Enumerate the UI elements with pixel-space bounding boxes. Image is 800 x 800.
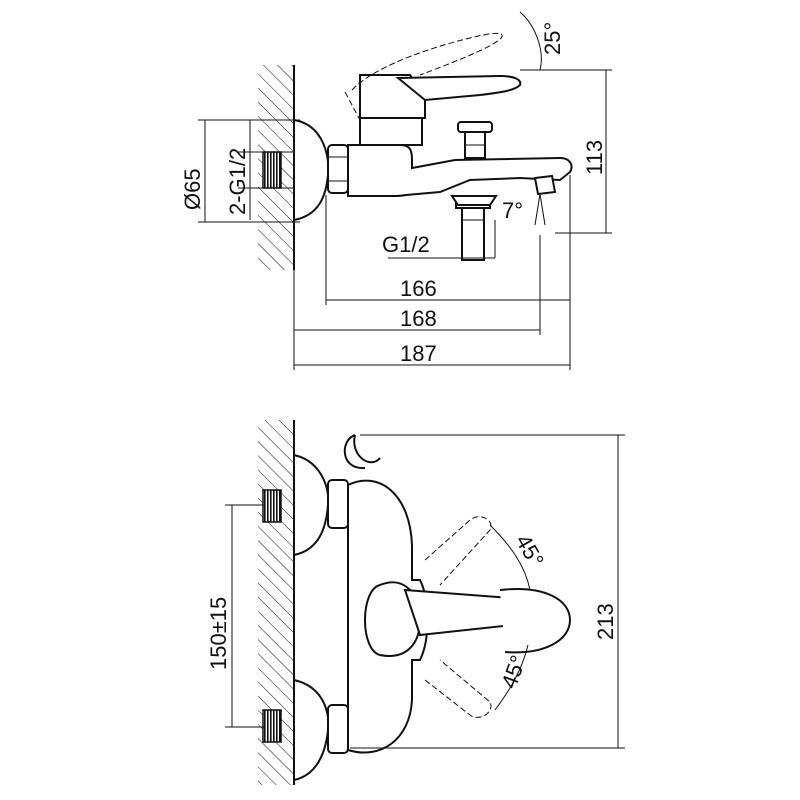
diverter-knob-cap: [457, 121, 493, 133]
shower-hook: [343, 434, 381, 470]
lever-base-dashed: [344, 91, 361, 121]
inlet-fitting: [262, 151, 282, 189]
upper-nut: [327, 479, 349, 529]
mixer-body: [347, 144, 573, 197]
cartridge-housing: [359, 117, 423, 146]
dim-arc-45-lower: [494, 644, 529, 711]
label-spacing: 150±15: [206, 597, 231, 670]
front-view: 45° 45° 150±15 213: [206, 420, 625, 785]
label-thread-g12: G1/2: [382, 232, 430, 257]
lower-inlet-fitting: [262, 709, 282, 743]
label-width-187: 187: [400, 341, 437, 366]
side-view: 25° 113 Ø65 2-G1/2 7° G1/2 166 168 187: [180, 11, 612, 370]
label-diameter-65: Ø65: [180, 168, 205, 210]
shower-outlet-thread: [461, 207, 485, 261]
label-angle-7: 7°: [502, 198, 523, 223]
upper-flange: [293, 453, 330, 557]
spout-tip: [533, 174, 557, 196]
outlet-neck: [450, 195, 498, 206]
lever-rotated-upper: [424, 516, 492, 586]
label-angle-25: 25°: [540, 22, 565, 55]
lever-handle: [395, 74, 522, 102]
dim-7-ext: [539, 193, 546, 226]
dim-arc-25: [519, 11, 542, 71]
label-thread-2g12: 2-G1/2: [225, 148, 250, 215]
upper-inlet-fitting: [262, 489, 282, 523]
lever-rotated-lower: [424, 659, 492, 718]
lever-rotated-outline: [351, 32, 503, 91]
lower-flange: [293, 678, 330, 782]
label-height-213: 213: [593, 603, 618, 640]
label-height-113: 113: [582, 140, 607, 175]
spout-front: [499, 588, 572, 654]
wall-flange: [293, 118, 330, 222]
dim-7-ext-2: [534, 193, 541, 226]
label-width-166: 166: [400, 276, 437, 301]
lower-nut: [327, 704, 349, 754]
connection-nut: [327, 144, 349, 194]
label-width-168: 168: [400, 306, 437, 331]
label-angle-45-lower: 45°: [496, 652, 531, 692]
dim-arc-45-upper: [489, 524, 531, 591]
label-angle-45-upper: 45°: [511, 530, 549, 571]
